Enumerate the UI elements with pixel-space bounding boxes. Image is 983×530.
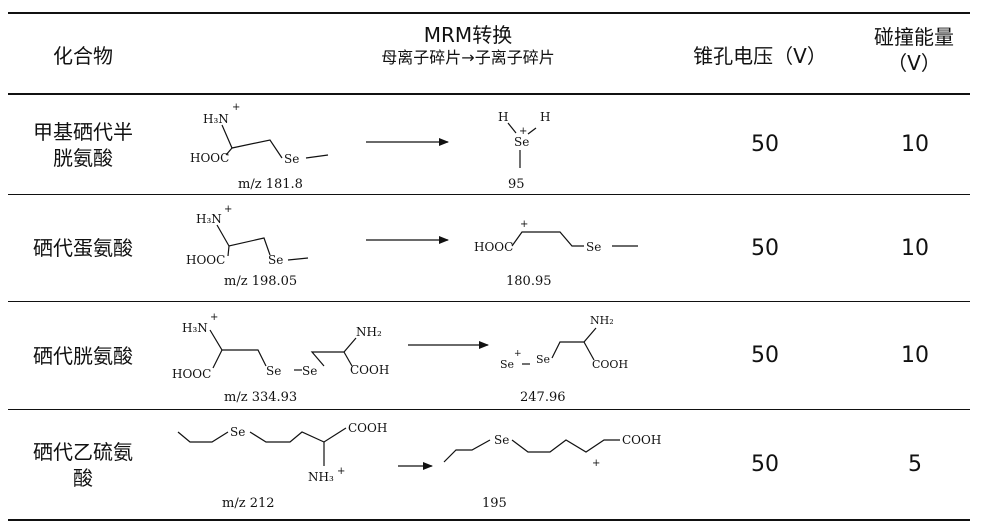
amine-label: NH₂ bbox=[590, 314, 614, 327]
carboxyl-label: HOOC bbox=[474, 240, 513, 254]
compound-name: 硒代蛋氨酸 bbox=[8, 195, 158, 301]
charge-label: + bbox=[514, 349, 522, 359]
carboxyl-label: HOOC bbox=[172, 367, 211, 381]
carboxyl-label: COOH bbox=[348, 421, 387, 435]
compound-name: 甲基硒代半 胱氨酸 bbox=[8, 95, 158, 194]
mrm-subtitle: 母离子碎片→子离子碎片 bbox=[381, 48, 555, 67]
collision-energy-value: 10 bbox=[901, 235, 929, 261]
amine-label: H₃N bbox=[196, 212, 222, 226]
header-bottom-rule bbox=[8, 93, 970, 95]
compound-name-line: 硒代蛋氨酸 bbox=[33, 236, 133, 260]
collision-energy-label: 碰撞能量 bbox=[874, 25, 954, 49]
daughter-mz-label: 95 bbox=[508, 177, 525, 192]
column-header-compound: 化合物 bbox=[53, 43, 113, 68]
selenium-label: Se bbox=[500, 358, 514, 371]
amine-label: NH₂ bbox=[356, 325, 382, 339]
carboxyl-label: COOH bbox=[350, 363, 389, 377]
column-header-cone-voltage: 锥孔电压（V） bbox=[693, 43, 827, 68]
amine-label: H₃N bbox=[182, 321, 208, 335]
collision-energy-unit: （V） bbox=[887, 51, 941, 75]
hydrogen-label: H bbox=[540, 110, 550, 124]
selenium-label: Se bbox=[586, 240, 601, 254]
charge-label: + bbox=[224, 204, 232, 215]
column-header-collision-energy: 碰撞能量 （V） bbox=[848, 24, 980, 76]
column-header-mrm: MRM转换 母离子碎片→子离子碎片 bbox=[258, 22, 678, 68]
charge-label: + bbox=[337, 466, 345, 477]
parent-mz-label: m/z 212 bbox=[222, 496, 275, 511]
cone-voltage-value: 50 bbox=[751, 343, 779, 368]
mrm-title: MRM转换 bbox=[423, 23, 513, 47]
compound-name-line: 胱氨酸 bbox=[53, 145, 113, 170]
cone-voltage-value: 50 bbox=[751, 132, 779, 157]
daughter-mz-label: 247.96 bbox=[520, 390, 566, 405]
selenium-label: Se bbox=[268, 253, 283, 267]
parent-mz-label: m/z 334.93 bbox=[224, 390, 297, 405]
compound-name-line: 酸 bbox=[73, 465, 93, 490]
carboxyl-label: HOOC bbox=[186, 253, 225, 267]
amine-label: H₃N bbox=[203, 112, 229, 126]
carboxyl-label: HOOC bbox=[190, 151, 229, 165]
table-bottom-rule bbox=[8, 519, 970, 521]
selenium-label: Se bbox=[230, 425, 245, 439]
cone-voltage-value: 50 bbox=[751, 452, 779, 477]
charge-label: + bbox=[519, 126, 527, 137]
row-divider bbox=[8, 409, 970, 410]
compound-name: 硒代胱氨酸 bbox=[8, 302, 158, 409]
parent-mz-label: m/z 181.8 bbox=[238, 177, 303, 192]
charge-label: + bbox=[232, 102, 240, 113]
charge-label: + bbox=[520, 219, 528, 230]
carboxyl-label: COOH bbox=[622, 433, 661, 447]
table-top-rule bbox=[8, 12, 970, 14]
compound-name-line: 硒代乙硫氨 bbox=[33, 439, 133, 464]
collision-energy-value: 5 bbox=[908, 452, 922, 477]
charge-label: + bbox=[210, 312, 218, 323]
cone-voltage-value: 50 bbox=[751, 235, 779, 261]
daughter-mz-label: 195 bbox=[482, 496, 507, 511]
selenium-label: Se bbox=[284, 152, 299, 166]
selenium-label: Se bbox=[266, 364, 281, 378]
row-divider bbox=[8, 194, 970, 195]
collision-energy-value: 10 bbox=[901, 132, 929, 157]
selenium-label: Se bbox=[494, 433, 509, 447]
compound-name: 硒代乙硫氨 酸 bbox=[8, 410, 158, 519]
compound-name-line: 硒代胱氨酸 bbox=[33, 343, 133, 368]
carboxyl-label: COOH bbox=[592, 358, 628, 371]
selenium-label: Se bbox=[514, 135, 529, 149]
daughter-mz-label: 180.95 bbox=[506, 274, 552, 289]
collision-energy-value: 10 bbox=[901, 343, 929, 368]
hydrogen-label: H bbox=[498, 110, 508, 124]
parent-mz-label: m/z 198.05 bbox=[224, 274, 297, 289]
compound-name-line: 甲基硒代半 bbox=[33, 119, 133, 144]
row-divider bbox=[8, 301, 970, 302]
amine-label: NH₃ bbox=[308, 470, 334, 484]
charge-label: + bbox=[592, 458, 600, 469]
selenium-label: Se bbox=[302, 364, 317, 378]
selenium-label: Se bbox=[536, 353, 550, 366]
